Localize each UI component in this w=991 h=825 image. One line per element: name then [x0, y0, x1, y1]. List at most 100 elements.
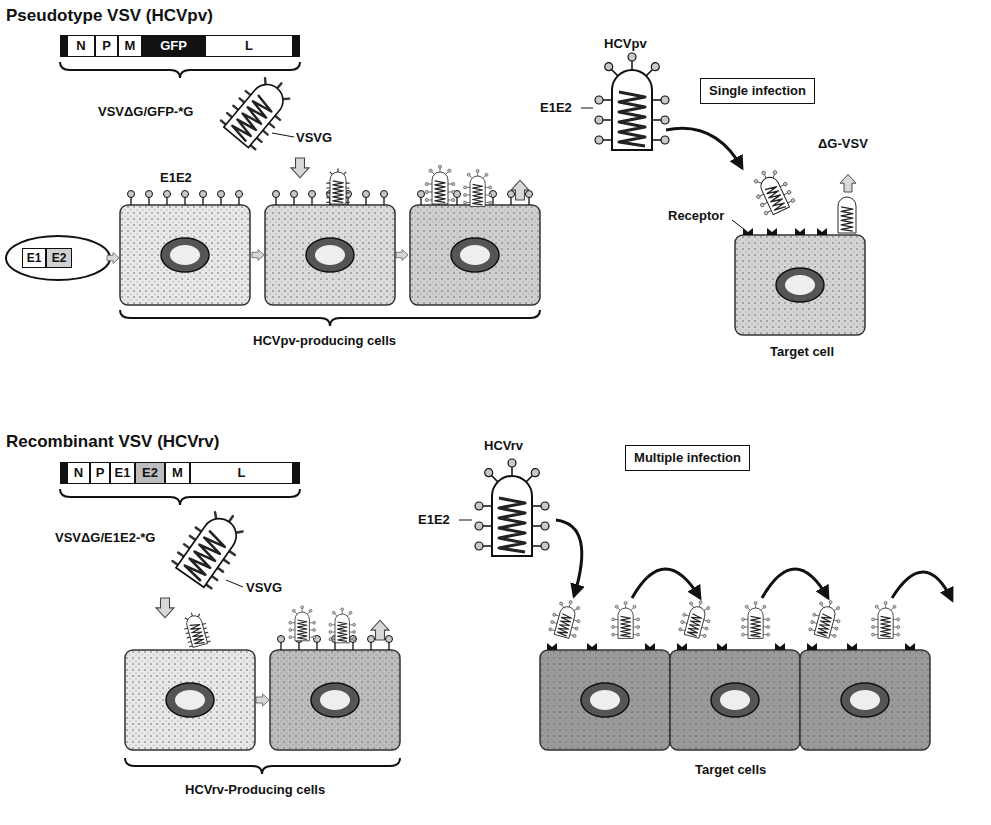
gene-segment: GFP [142, 35, 205, 57]
budding-virion [329, 608, 356, 643]
node-text: M [125, 38, 136, 54]
gene-segment: L [190, 462, 293, 484]
node-text: E2 [142, 465, 158, 481]
node-text: E1 [27, 250, 42, 266]
envelope-label: E1E2 [160, 170, 192, 186]
cell [270, 650, 400, 750]
vector-name: VSVΔG/E1E2-*G [55, 530, 155, 546]
gene-segment: P [95, 35, 118, 57]
virus-name: HCVrv [484, 438, 523, 454]
plasmid-gene: E2 [46, 248, 72, 268]
glycoprotein-label: VSVG [296, 130, 332, 146]
bound-virion [327, 169, 349, 204]
virus-name: HCVpv [604, 36, 647, 52]
section-heading: Recombinant VSV (HCVrv) [6, 432, 220, 452]
budding-virion [464, 170, 492, 207]
leader-line [581, 108, 593, 109]
step-arrow [256, 694, 269, 706]
particle-label: ΔG-VSV [818, 136, 868, 152]
budding-virion [872, 602, 900, 639]
cell [120, 205, 250, 305]
glycoprotein-label: VSVG [246, 580, 282, 596]
hcvpv-virion [595, 53, 669, 150]
entering-virion [808, 597, 845, 640]
node-text: N [76, 38, 85, 54]
leader-line [459, 520, 472, 521]
gene-segment: E1 [110, 462, 135, 484]
entering-virion [678, 597, 715, 640]
bracket [125, 758, 400, 774]
node-text: E2 [52, 250, 67, 266]
step-arrow [107, 253, 119, 264]
node-text: Multiple infection [634, 450, 741, 466]
entering-virion [748, 164, 797, 218]
gene-segment: L [205, 35, 293, 57]
release-arrow [840, 174, 856, 192]
section-heading: Pseudotype VSV (HCVpv) [6, 6, 213, 26]
bracket [60, 489, 300, 505]
gene-segment: M [165, 462, 190, 484]
release-arrow [511, 180, 529, 200]
cell [125, 650, 255, 750]
cell [410, 205, 540, 305]
cell-group-label: HCVpv-producing cells [253, 333, 396, 349]
node-text: E1 [115, 465, 131, 481]
bare-virion [838, 197, 856, 233]
gene-segment: E2 [135, 462, 165, 484]
node-text: L [238, 465, 246, 481]
receptor [767, 228, 777, 235]
budding-virion [425, 165, 455, 204]
node-text: L [245, 38, 253, 54]
vector-name: VSVΔG/GFP-*G [98, 104, 193, 120]
cell-label: Target cell [770, 344, 834, 360]
node-text: GFP [160, 38, 187, 54]
vsv-virion [219, 69, 299, 152]
entering-virion [548, 597, 585, 640]
cell [540, 650, 670, 750]
gene-segment: N [67, 462, 90, 484]
cell-label: Target cells [695, 762, 766, 778]
gene-segment: N [67, 35, 95, 57]
e1e2-spikes [128, 191, 243, 206]
cell [265, 205, 395, 305]
cell [670, 650, 800, 750]
plasmid [6, 236, 110, 280]
envelope-label: E1E2 [540, 100, 572, 116]
node-text: P [96, 465, 105, 481]
receptor-label: Receptor [668, 208, 724, 224]
infection-arrow [666, 128, 742, 168]
budding-virion [612, 602, 640, 639]
envelope-label: E1E2 [418, 512, 450, 528]
gene-segment: M [118, 35, 142, 57]
receptor [795, 228, 805, 235]
genome-end [293, 462, 300, 484]
bound-virion [181, 610, 210, 648]
node-text: P [102, 38, 111, 54]
leader-line [226, 580, 243, 587]
genome-end [60, 35, 67, 57]
budding-virion [289, 606, 316, 641]
node-text: Single infection [709, 83, 806, 99]
cell-group-label: HCVrv-Producing cells [185, 782, 325, 798]
gene-segment: P [90, 462, 110, 484]
budding-virion [742, 602, 770, 639]
genome-end [293, 35, 300, 57]
genome-end [60, 462, 67, 484]
vsv-virion [170, 503, 252, 592]
step-arrow [252, 250, 264, 261]
hcvrv-virion [475, 459, 549, 556]
spread-arrows [556, 520, 952, 600]
release-arrow [371, 620, 389, 640]
bracket [60, 62, 300, 78]
leader-line [272, 133, 294, 137]
plasmid-gene: E1 [22, 248, 46, 268]
cell [735, 235, 865, 335]
receptors [547, 643, 915, 650]
infection-arrow [156, 598, 174, 618]
mode-box: Single infection [700, 78, 815, 104]
mode-box: Multiple infection [625, 445, 750, 471]
cell [800, 650, 930, 750]
infection-arrow [291, 158, 309, 178]
